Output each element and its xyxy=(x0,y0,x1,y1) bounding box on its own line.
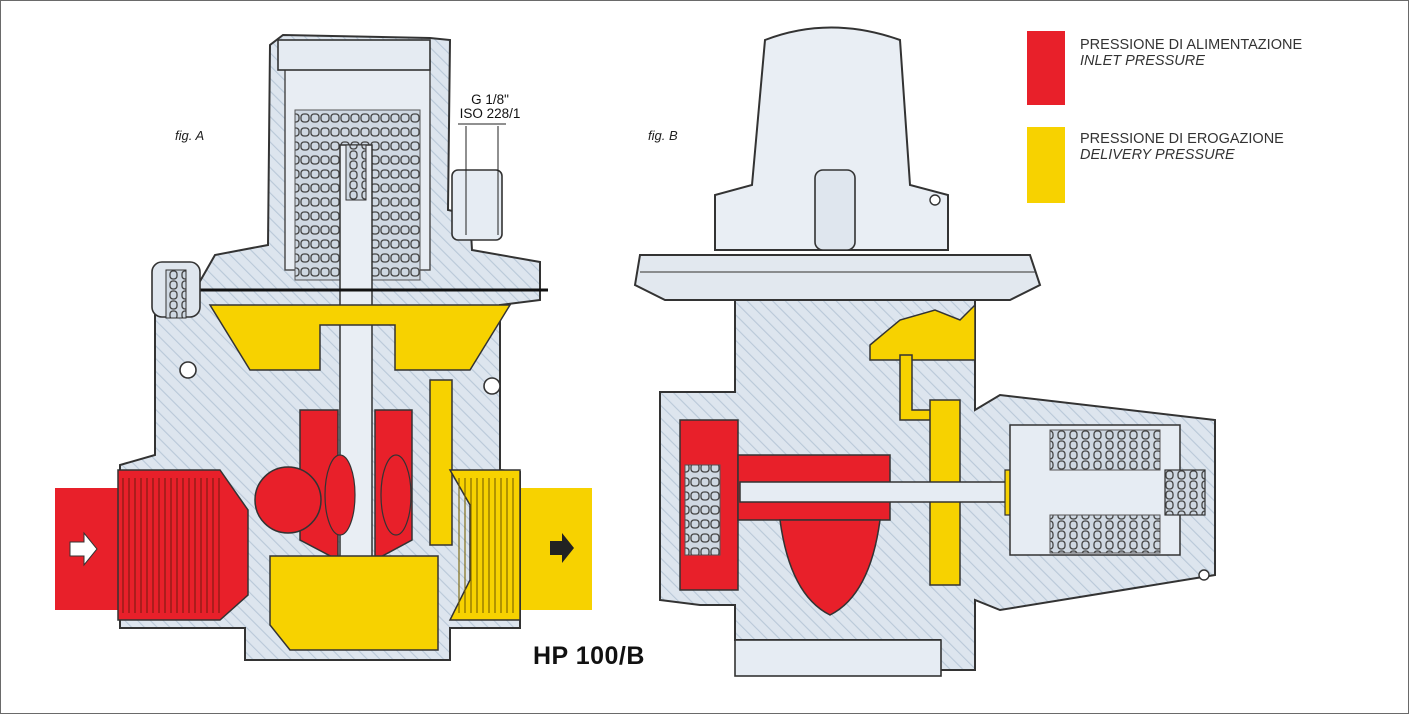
inlet-flow-arrow xyxy=(69,531,98,567)
valve-stem xyxy=(339,144,373,626)
mounting-hole xyxy=(1198,569,1210,581)
mounting-hole xyxy=(483,377,501,395)
body-foot xyxy=(734,639,942,677)
figure-a-section xyxy=(55,33,592,661)
figure-b-section xyxy=(633,26,1216,677)
legend-inlet-line1: PRESSIONE DI ALIMENTAZIONE xyxy=(1080,37,1303,53)
inlet-spring xyxy=(684,464,721,556)
legend-item-inlet: PRESSIONE DI ALIMENTAZIONE INLET PRESSUR… xyxy=(1080,37,1302,69)
delivery-chamber-upper xyxy=(208,304,512,371)
legend-swatch-inlet xyxy=(1027,31,1065,105)
adjusting-cap xyxy=(277,39,431,71)
pilot-adjuster xyxy=(1164,469,1206,516)
pilot-spring xyxy=(1049,429,1161,471)
stem-thread xyxy=(345,144,367,201)
mounting-hole xyxy=(929,194,941,206)
legend-delivery-line2: DELIVERY PRESSURE xyxy=(1080,147,1235,163)
inlet-port xyxy=(254,466,322,534)
thread-spec-line2: ISO 228/1 xyxy=(459,106,521,121)
flange xyxy=(633,254,1042,301)
legend-item-delivery: PRESSIONE DI EROGAZIONE DELIVERY PRESSUR… xyxy=(1080,131,1284,163)
thread-spec-line1: G 1/8" xyxy=(471,92,509,107)
inlet-port-b xyxy=(779,519,881,616)
legend-inlet-line2: INLET PRESSURE xyxy=(1080,53,1205,69)
thread-spec: G 1/8" ISO 228/1 xyxy=(450,93,530,121)
model-name: HP 100/B xyxy=(533,642,645,670)
delivery-pocket xyxy=(869,303,976,361)
pressure-tap xyxy=(451,169,503,241)
legend-delivery-line1: PRESSIONE DI EROGAZIONE xyxy=(1080,131,1284,147)
outlet-flow-arrow xyxy=(550,533,574,563)
figure-b-label: fig. B xyxy=(648,128,678,143)
figure-a-label: fig. A xyxy=(175,128,205,143)
legend-swatch-delivery xyxy=(1027,127,1065,203)
mounting-hole xyxy=(179,361,197,379)
delivery-passage xyxy=(429,379,453,546)
bonnet-cap xyxy=(814,169,856,251)
delivery-chamber-lower xyxy=(269,555,439,651)
